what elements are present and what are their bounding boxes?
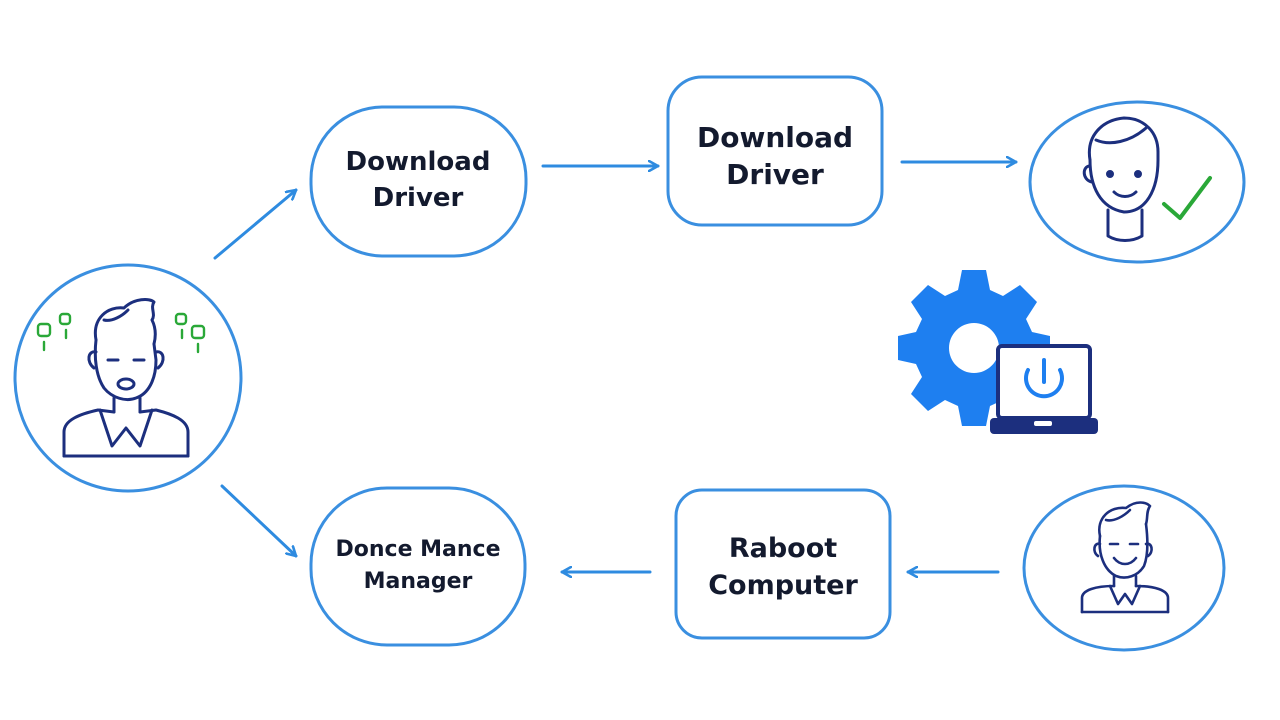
reboot-computer-line2: Computer [708, 570, 858, 601]
confusion-marks [36, 312, 206, 354]
arrow-user-to-device-manager [220, 484, 298, 558]
check-mark-icon [1162, 176, 1212, 220]
confused-person-icon [62, 298, 190, 458]
laptop-power-icon [990, 344, 1098, 434]
device-manager-line1: Donce Mance [335, 537, 500, 562]
download-driver-2-line2: Driver [726, 158, 824, 191]
gear-laptop-power-icon [898, 270, 1098, 434]
device-manager-line2: Manager [364, 569, 473, 594]
reboot-computer-node: Raboot Computer [674, 488, 892, 640]
download-driver-1-line1: Download [346, 147, 491, 177]
happy-user-node [1028, 100, 1246, 264]
happy-person-check-icon [1082, 116, 1160, 242]
download-driver-node-1: Download Driver [309, 105, 528, 258]
reboot-computer-line1: Raboot [729, 533, 837, 564]
download-driver-2-line1: Download [697, 121, 853, 154]
arrow-user-to-download-1 [213, 188, 298, 260]
confused-user-node [13, 263, 243, 493]
device-manager-node: Donce Mance Manager [309, 486, 527, 647]
download-driver-node-2: Download Driver [666, 75, 884, 227]
smiling-person-icon [1080, 501, 1170, 614]
smiling-user-node [1022, 484, 1226, 652]
download-driver-1-line2: Driver [373, 183, 464, 213]
flow-arrows [213, 162, 1018, 572]
